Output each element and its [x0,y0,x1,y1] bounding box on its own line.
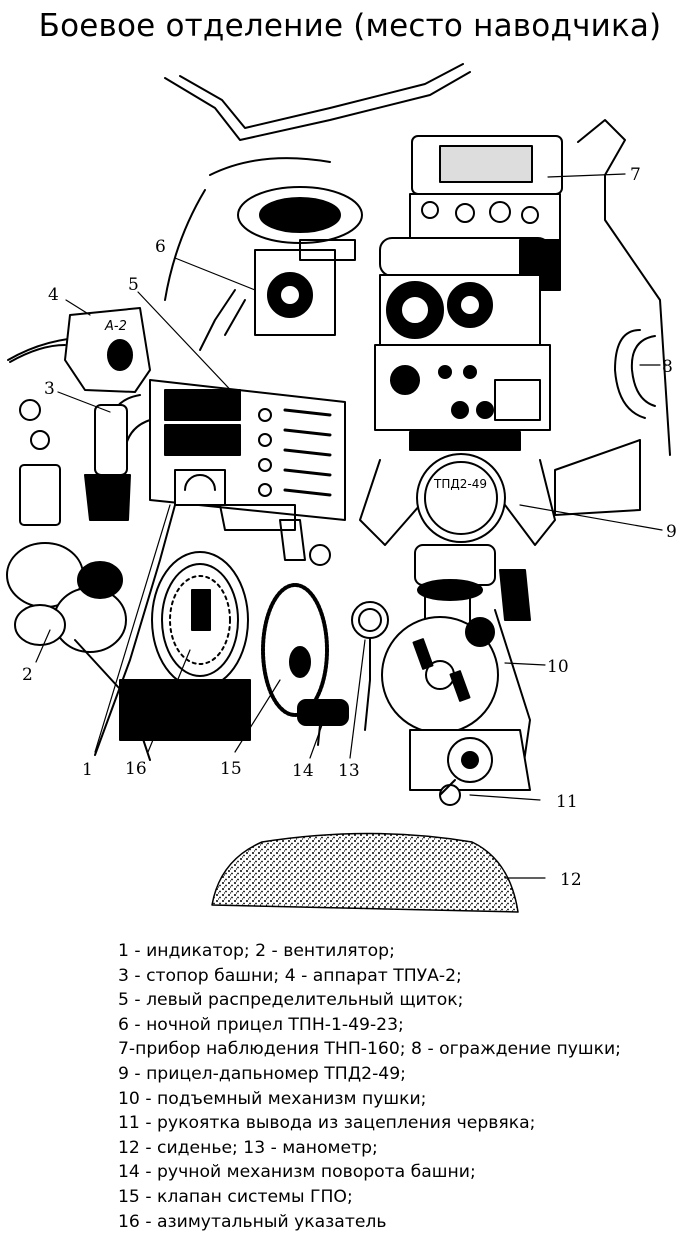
elevating-mechanism-10 [381,569,531,791]
legend-item: 15 - клапан системы ГПО; [118,1186,353,1207]
legend-item: 11 - рукоятка вывода из зацепления червя… [118,1113,536,1134]
legend-item: 6 - ночной прицел ТПН-1-49-23; [118,1014,404,1035]
indicator-1 [94,469,296,756]
legend-item: 5 - левый распределительный щиток; [118,990,464,1011]
legend-item: 14 - ручной механизм поворота башни; [118,1162,476,1183]
legend-item: 3 - стопор башни; 4 - аппарат ТПУА-2; [118,965,462,986]
traverse-handle-14 [297,699,349,746]
leader-lines [35,173,663,879]
legend-item: 10 - подъемный механизм пушки; [118,1088,427,1109]
intercom-tpua-4 [9,307,151,393]
sight-rangefinder-9 [359,439,641,626]
tpua-label: А-2 [104,319,127,334]
azimuth-indicator-16 [119,551,251,741]
legend: 1 - индикатор; 2 - вентилятор; 3 - стопо… [118,939,688,1234]
callout-4: 4 [48,285,59,305]
tpd-label: ТПД2-49 [433,477,487,491]
legend-item: 9 - прицел-дапьномер ТПД2-49; [118,1063,406,1084]
callout-15: 15 [220,759,242,779]
callout-5: 5 [128,275,139,295]
gun-guard-8 [577,119,671,456]
callout-11: 11 [556,792,578,812]
callout-8: 8 [662,357,673,377]
observation-device-7 [379,135,563,291]
callout-2: 2 [22,665,33,685]
callout-7: 7 [630,165,641,185]
callout-1: 1 [82,760,93,780]
manometer-13 [351,601,389,731]
callout-12: 12 [560,870,582,890]
callout-16: 16 [125,759,147,779]
gunner-station-drawing: А-2 ТПД2-49 1 2 3 4 5 6 7 8 9 10 11 12 1… [6,63,677,913]
legend-item: 12 - сиденье; 13 - манометр; [118,1137,378,1158]
callout-9: 9 [666,522,677,542]
page-title: Боевое отделение (место наводчика) [38,8,662,44]
ventilator-2 [6,542,151,761]
legend-item: 16 - азимутальный указатель [118,1211,387,1232]
gpo-valve-15 [261,519,331,717]
callout-6: 6 [155,237,166,257]
legend-item: 7-прибор наблюдения ТНП-160; 8 - огражде… [118,1039,621,1060]
callout-10: 10 [547,657,569,677]
callout-13: 13 [338,761,360,781]
callout-3: 3 [44,379,55,399]
sight-body [374,274,551,451]
night-sight-6 [199,186,363,351]
gun-guard-top [164,63,471,141]
distribution-board-5 [107,379,346,521]
turret-lock-3 [19,399,131,526]
legend-item: 1 - индикатор; 2 - вентилятор; [118,941,395,961]
seat-12 [211,832,519,913]
callout-14: 14 [292,761,314,781]
worm-handle-11 [409,729,531,806]
